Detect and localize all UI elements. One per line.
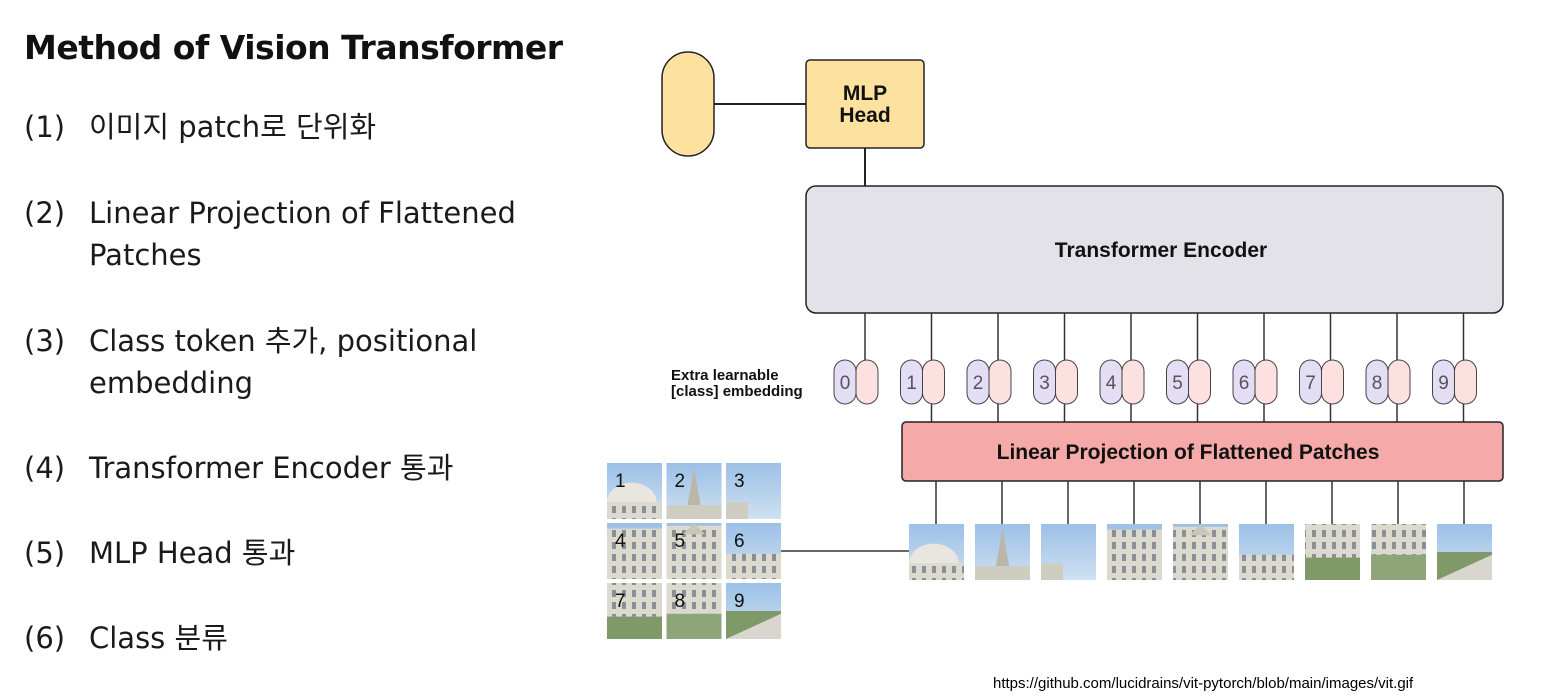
token-number: 2 — [973, 373, 984, 394]
token-pair-1: 1 — [900, 313, 945, 422]
token-number: 4 — [1106, 373, 1117, 394]
grid-patch-number: 1 — [615, 471, 626, 492]
transformer-encoder-box — [805, 185, 1504, 314]
token-number: 9 — [1438, 373, 1449, 394]
step-text: Transformer Encoder 통과 — [89, 451, 454, 485]
token-number: 8 — [1372, 373, 1383, 394]
grid-patch-number: 2 — [675, 471, 686, 492]
flattened-patch-4 — [1107, 524, 1162, 580]
grid-patch-1: 1 — [607, 463, 662, 519]
step-text: 이미지 patch로 단위화 — [89, 110, 377, 144]
grid-patch-5: 5 — [666, 523, 722, 579]
extra-embedding-label: Extra learnable — [671, 367, 779, 384]
token-number: 5 — [1172, 373, 1183, 394]
source-url: https://github.com/lucidrains/vit-pytorc… — [993, 675, 1414, 692]
grid-patch-number: 3 — [734, 471, 745, 492]
slide-title: Method of Vision Transformer — [24, 28, 563, 67]
grid-patch-3: 3 — [726, 463, 781, 519]
patch-embedding — [1055, 359, 1078, 405]
grid-patch-number: 5 — [675, 531, 686, 552]
patch-embedding — [855, 359, 879, 405]
flattened-patch-5 — [1173, 524, 1228, 580]
grid-patch-number: 4 — [615, 531, 626, 552]
transformer-encoder-label: Transformer Encoder — [1055, 239, 1267, 262]
flattened-patches — [909, 481, 1492, 580]
flattened-patch-1 — [909, 524, 964, 580]
step-number: (2) — [24, 196, 66, 230]
patch-embedding — [1188, 359, 1211, 405]
mlp-head-label: Head — [839, 104, 890, 127]
token-number: 7 — [1305, 373, 1316, 394]
step-number: (6) — [24, 621, 66, 655]
embedding-tokens: 0 1 2 3 4 5 6 7 8 9 — [833, 313, 1477, 422]
token-number: 3 — [1039, 373, 1050, 394]
token-number: 6 — [1239, 373, 1250, 394]
step-number: (5) — [24, 536, 66, 570]
flattened-patch-7 — [1305, 524, 1360, 580]
flattened-patch-8 — [1371, 524, 1426, 580]
step-number: (4) — [24, 451, 66, 485]
image-patch-grid: 1 2 3 4 5 6 7 8 9 — [607, 463, 781, 639]
token-pair-2: 2 — [966, 313, 1012, 422]
token-number: 0 — [840, 373, 851, 394]
step-number: (1) — [24, 110, 66, 144]
step-number: (3) — [24, 324, 66, 358]
step-text: Class 분류 — [89, 621, 228, 655]
patch-embedding — [1321, 359, 1344, 405]
linear-projection-label: Linear Projection of Flattened Patches — [997, 441, 1380, 464]
patch-embedding — [1254, 359, 1278, 405]
grid-patch-2: 2 — [666, 463, 722, 519]
token-pair-5: 5 — [1166, 313, 1211, 422]
token-pair-6: 6 — [1232, 313, 1278, 422]
token-pair-9: 9 — [1432, 313, 1477, 422]
patch-embedding — [1121, 359, 1145, 405]
grid-patch-number: 6 — [734, 531, 745, 552]
flattened-patch-9 — [1437, 524, 1492, 580]
grid-patch-7: 7 — [607, 583, 662, 639]
token-number: 1 — [906, 373, 917, 394]
token-pair-4: 4 — [1099, 313, 1145, 422]
grid-patch-4: 4 — [607, 523, 662, 579]
grid-patch-6: 6 — [726, 523, 781, 579]
token-pair-0: 0 — [833, 313, 879, 405]
grid-patch-number: 7 — [615, 591, 626, 612]
step-text: Class token 추가, positional embedding — [89, 324, 478, 400]
grid-patch-8: 8 — [666, 583, 722, 639]
token-pair-3: 3 — [1033, 313, 1078, 422]
flattened-patch-6 — [1239, 524, 1294, 580]
flattened-patch-3 — [1041, 524, 1096, 580]
patch-embedding — [988, 359, 1012, 405]
mlp-head-label: MLP — [843, 82, 887, 105]
grid-patch-9: 9 — [726, 583, 781, 639]
flattened-patch-2 — [975, 524, 1030, 580]
output-node — [661, 51, 715, 157]
linear-projection-box — [901, 421, 1504, 482]
extra-embedding-label: [class] embedding — [671, 383, 803, 400]
patch-embedding — [1454, 359, 1477, 405]
step-text: MLP Head 통과 — [89, 536, 296, 570]
patch-embedding — [1387, 359, 1411, 405]
token-pair-7: 7 — [1299, 313, 1344, 422]
grid-patch-number: 9 — [734, 591, 745, 612]
patch-embedding — [922, 359, 945, 405]
token-pair-8: 8 — [1365, 313, 1411, 422]
step-text: Linear Projection of Flattened Patches — [89, 196, 516, 272]
grid-patch-number: 8 — [675, 591, 686, 612]
